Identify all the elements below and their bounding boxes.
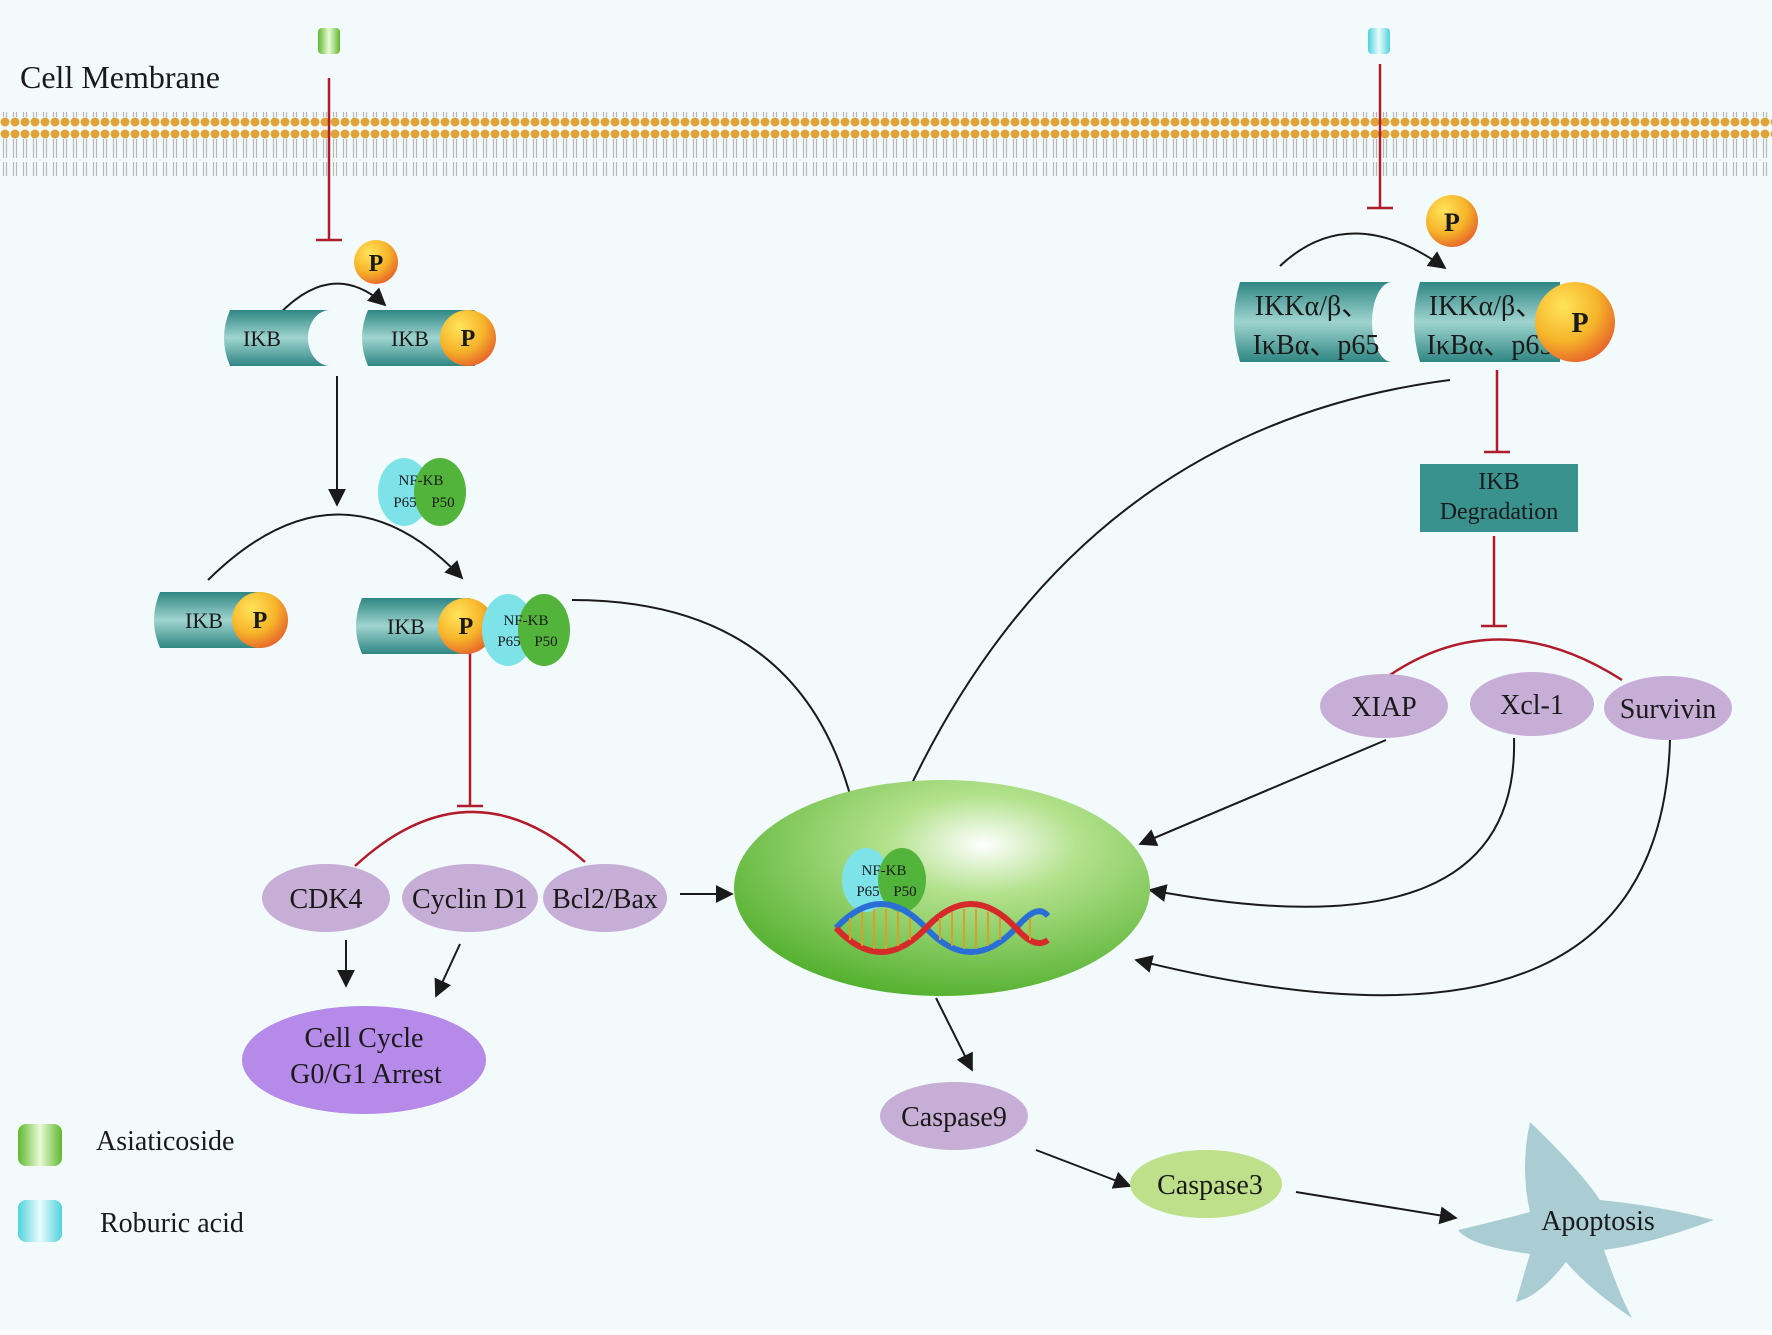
svg-text:P: P (369, 251, 384, 277)
roburic-acid-marker (1368, 28, 1390, 54)
svg-text:P: P (253, 608, 268, 634)
svg-text:Cyclin D1: Cyclin D1 (412, 884, 528, 915)
svg-text:Caspase3: Caspase3 (1157, 1170, 1263, 1201)
legend-asiaticoside-swatch (18, 1124, 62, 1166)
svg-text:P: P (459, 614, 474, 640)
svg-text:IKB: IKB (387, 614, 425, 639)
ikb-degradation-box: IKB Degradation (1420, 464, 1578, 532)
svg-text:IκBα、p65: IκBα、p65 (1427, 330, 1554, 361)
svg-text:Cell Cycle: Cell Cycle (305, 1023, 424, 1054)
asiaticoside-marker (318, 28, 340, 54)
arrow-cyclin-to-cellcycle (434, 943, 461, 998)
svg-text:Caspase9: Caspase9 (901, 1102, 1007, 1133)
svg-text:Degradation: Degradation (1440, 499, 1559, 525)
dna-helix (833, 901, 1051, 955)
arrow-survivin-to-nucleus (1134, 739, 1671, 997)
svg-text:IKB: IKB (391, 326, 429, 351)
svg-text:Bcl2/Bax: Bcl2/Bax (552, 884, 658, 915)
nucleus: NF-KB P65 P50 (734, 780, 1150, 996)
svg-text:P: P (461, 326, 476, 352)
svg-text:IκBα、p65: IκBα、p65 (1253, 330, 1380, 361)
svg-text:NF-KB: NF-KB (503, 613, 548, 629)
ikk-box-1: IKKα/β、 IκBα、p65 (1234, 282, 1392, 362)
ikk-p-box-2: IKKα/β、 IκBα、p65 P (1414, 282, 1615, 362)
svg-text:P65: P65 (856, 884, 879, 900)
svg-text:IKB: IKB (1478, 469, 1519, 495)
svg-text:P: P (1571, 308, 1588, 339)
arrow-complex-to-nucleus (571, 599, 867, 842)
svg-text:NF-KB: NF-KB (398, 473, 443, 489)
target-cyclin-d1: Cyclin D1 (402, 864, 538, 932)
svg-text:P50: P50 (534, 634, 557, 650)
nfkb-complex-1: NF-KB P65 P50 (378, 458, 466, 526)
legend-asiaticoside-label: Asiaticoside (96, 1126, 234, 1157)
svg-text:P65: P65 (393, 495, 416, 511)
ikb-p-box-2: IKB P (362, 310, 496, 366)
inhibition-lines (316, 64, 1623, 867)
svg-text:NF-KB: NF-KB (861, 863, 906, 879)
svg-text:P65: P65 (497, 634, 520, 650)
svg-text:P50: P50 (893, 884, 916, 900)
apoptosis-node: Apoptosis (1458, 1122, 1714, 1318)
arrow-nucleus-to-caspase9 (935, 997, 973, 1072)
phosphorylation-arrow-left (271, 282, 387, 323)
phospho-top-right: P (1426, 195, 1478, 247)
target-cdk4: CDK4 (262, 864, 390, 932)
target-bcl2-bax: Bcl2/Bax (543, 864, 667, 932)
svg-text:CDK4: CDK4 (289, 884, 362, 915)
cell-cycle-arrest: Cell Cycle G0/G1 Arrest (242, 1006, 486, 1114)
legend-roburic-acid-label: Roburic acid (100, 1208, 244, 1239)
legend-roburic-acid-swatch (18, 1200, 62, 1242)
cell-membrane (0, 112, 1772, 176)
svg-text:P50: P50 (431, 495, 454, 511)
arrow-ikk-to-nucleus (888, 379, 1451, 834)
svg-text:IKKα/β、: IKKα/β、 (1429, 291, 1543, 322)
arrow-caspase9-to-caspase3 (1035, 1149, 1132, 1189)
ikb-box-1: IKB (224, 310, 330, 366)
target-survivin: Survivin (1604, 676, 1732, 740)
ikb-p-nfkb-box-4: IKB P NF-KB P65 P50 (356, 594, 570, 666)
svg-text:IKB: IKB (243, 326, 281, 351)
arrow-xcl1-to-nucleus (1148, 737, 1516, 908)
arrow-caspase3-to-apoptosis (1295, 1191, 1458, 1225)
phosphorylation-arrow-right (1279, 232, 1447, 270)
caspase3-node: Caspase3 (1130, 1150, 1282, 1218)
arrow-xiap-to-nucleus (1138, 739, 1387, 846)
phospho-top-left: P (354, 240, 398, 284)
ikb-p-box-3: IKB P (154, 592, 288, 648)
binding-arrow-left (207, 513, 464, 581)
svg-text:G0/G1 Arrest: G0/G1 Arrest (290, 1059, 442, 1090)
target-xiap: XIAP (1320, 674, 1448, 738)
svg-text:Apoptosis: Apoptosis (1541, 1206, 1655, 1237)
svg-text:IKB: IKB (185, 608, 223, 633)
caspase9-node: Caspase9 (880, 1082, 1028, 1150)
svg-text:XIAP: XIAP (1351, 692, 1416, 723)
svg-text:Survivin: Survivin (1620, 694, 1716, 725)
svg-text:IKKα/β、: IKKα/β、 (1255, 291, 1369, 322)
membrane-label: Cell Membrane (20, 59, 220, 95)
svg-text:P: P (1444, 208, 1460, 237)
svg-text:Xcl-1: Xcl-1 (1500, 690, 1564, 721)
target-xcl-1: Xcl-1 (1470, 672, 1594, 736)
legend: Asiaticoside Roburic acid (18, 1124, 244, 1242)
